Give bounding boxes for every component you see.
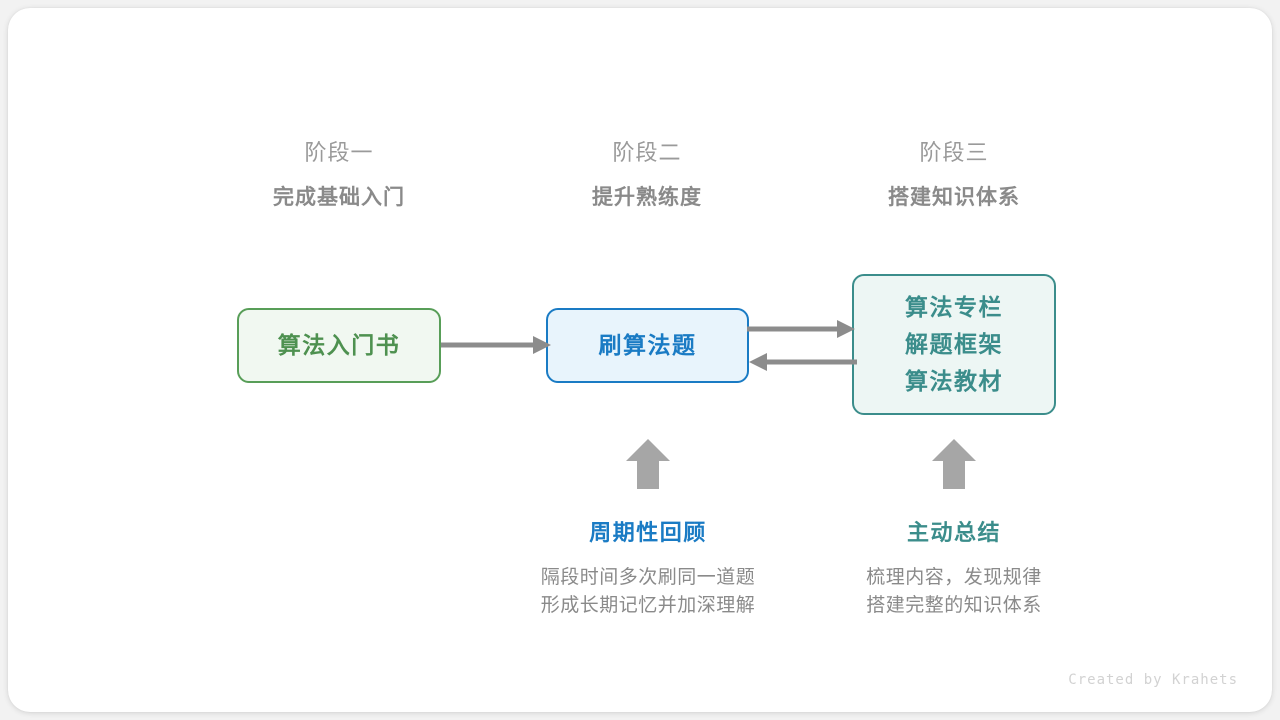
connector-book-to-practice [441,336,551,354]
arrow-up-icon-review [626,439,670,489]
method-block-review: 周期性回顾 隔段时间多次刷同一道题 形成长期记忆并加深理解 [498,518,798,620]
node-knowledge-resources[interactable]: 算法专栏 解题框架 算法教材 [852,274,1056,415]
node-algorithm-book[interactable]: 算法入门书 [237,308,441,383]
method-summary-desc-line-2: 搭建完整的知识体系 [866,595,1042,616]
node-algorithm-book-label: 算法入门书 [277,332,401,358]
method-summary-title: 主动总结 [906,520,1001,545]
stage-3-goal: 搭建知识体系 [888,186,1020,209]
method-review-desc-line-2: 形成长期记忆并加深理解 [540,595,756,616]
diagram-card: 阶段一 完成基础入门 阶段二 提升熟练度 阶段三 搭建知识体系 算法入门书 刷算… [8,8,1272,712]
method-block-summary: 主动总结 梳理内容，发现规律 搭建完整的知识体系 [804,518,1104,620]
node-practice-problems[interactable]: 刷算法题 [546,308,749,383]
stage-2-name: 阶段二 [612,140,682,165]
stage-1-goal: 完成基础入门 [273,186,405,209]
node-practice-problems-label: 刷算法题 [598,332,697,358]
stage-2-goal: 提升熟练度 [592,186,702,209]
node-resource-line-2: 解题框架 [905,331,1003,357]
method-summary-desc: 梳理内容，发现规律 搭建完整的知识体系 [804,564,1104,620]
node-resource-line-1: 算法专栏 [905,294,1003,320]
stage-1-name: 阶段一 [304,140,374,165]
method-review-desc-line-1: 隔段时间多次刷同一道题 [540,567,756,588]
stage-3-name: 阶段三 [919,140,989,165]
connector-practice-to-resources [747,320,855,338]
connector-resources-to-practice [749,353,857,371]
node-resource-line-3: 算法教材 [905,368,1003,394]
method-review-title: 周期性回顾 [589,520,707,545]
stage-header-3: 阶段三 搭建知识体系 [824,138,1084,213]
arrow-up-icon-summary [932,439,976,489]
credit-text: Created by Krahets [1068,672,1238,688]
stage-header-2: 阶段二 提升熟练度 [517,138,777,213]
method-review-desc: 隔段时间多次刷同一道题 形成长期记忆并加深理解 [498,564,798,620]
stage-header-1: 阶段一 完成基础入门 [209,138,469,213]
method-summary-desc-line-1: 梳理内容，发现规律 [866,567,1042,588]
